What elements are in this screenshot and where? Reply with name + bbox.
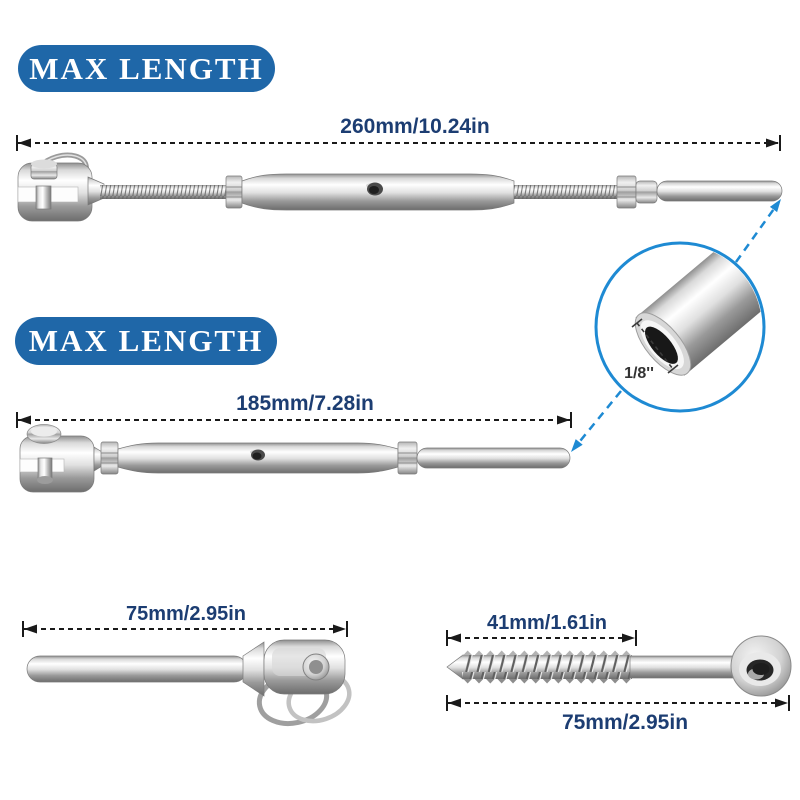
max-length-badge-top xyxy=(18,45,275,92)
screw-smooth-shank xyxy=(629,655,739,679)
max-length-badge-middle xyxy=(15,317,277,365)
callout-arrow-top-line xyxy=(734,205,778,263)
dimension-75mm-jaw: 75mm/2.95in xyxy=(22,603,348,637)
inset-tube-group xyxy=(634,245,762,376)
bore-diameter-label: 1/8'' xyxy=(624,365,654,382)
dimension-41mm-label: 41mm/1.61in xyxy=(487,612,607,634)
terminal-shaft xyxy=(26,655,248,683)
dimension-260mm-label: 260mm/10.24in xyxy=(340,115,489,138)
dimension-185mm-label: 185mm/7.28in xyxy=(236,392,374,415)
threaded-rod-right-threads xyxy=(514,185,618,199)
clevis-pin xyxy=(35,185,52,210)
cable-tube xyxy=(635,245,762,376)
turnbuckle-long-illustration xyxy=(17,152,783,222)
terminal-cone xyxy=(242,641,265,697)
terminal-pin-core xyxy=(309,660,323,674)
swage-collar xyxy=(635,180,658,204)
bore-measure-line xyxy=(636,322,674,370)
jaw-terminal-illustration xyxy=(26,639,352,727)
dimension-75mm-jaw-arrow-right xyxy=(333,624,346,634)
inset-cable-end-detail: 1/8'' xyxy=(571,199,781,452)
max-length-badge-middle-label: MAX LENGTH xyxy=(29,323,263,358)
dimension-260mm: 260mm/10.24in xyxy=(16,115,781,151)
lock-nut-left xyxy=(225,175,243,209)
bore-measure-tick1 xyxy=(631,318,643,328)
section-lag-screw: 41mm/1.61in 75mm/2.95in xyxy=(446,612,792,734)
max-length-badge-top-label: MAX LENGTH xyxy=(29,51,263,86)
callout-arrow-bottom-head-icon xyxy=(571,439,583,452)
screw-tip xyxy=(446,654,464,680)
dimension-185mm-arrow-right xyxy=(557,415,570,425)
dimension-41mm-arrow-left xyxy=(448,633,461,643)
swage-stud-tube xyxy=(656,180,783,202)
threaded-rod-left-threads xyxy=(100,185,228,199)
swage-stud-tube-short xyxy=(416,447,571,469)
dimension-75mm-jaw-arrow-left xyxy=(24,624,37,634)
section-turnbuckle-long: MAX LENGTH 260mm/10.24in xyxy=(16,45,783,222)
screw-threads xyxy=(462,655,632,679)
body-hole-core xyxy=(369,186,379,194)
clevis-pin-short xyxy=(37,457,53,480)
dimension-185mm-arrow-left xyxy=(18,415,31,425)
dimension-75mm-screw-arrow-right xyxy=(775,698,788,708)
section-turnbuckle-short: MAX LENGTH 185mm/7.28in xyxy=(15,317,572,493)
dimension-260mm-arrow-right xyxy=(766,138,779,148)
dimension-41mm: 41mm/1.61in xyxy=(446,612,637,646)
dimension-185mm: 185mm/7.28in xyxy=(16,392,572,428)
lag-screw-illustration xyxy=(446,635,792,697)
dimension-260mm-arrow-left xyxy=(18,138,31,148)
callout-arrow-bottom-line xyxy=(575,390,622,447)
dimension-41mm-arrow-right xyxy=(622,633,635,643)
section-jaw-terminal: 75mm/2.95in xyxy=(22,603,352,727)
screw-eye-hole-core xyxy=(752,663,770,675)
body-short-hole-core xyxy=(252,452,262,460)
dimension-75mm-screw: 75mm/2.95in xyxy=(446,695,790,734)
lock-nut-right xyxy=(616,175,637,209)
dimension-75mm-screw-label: 75mm/2.95in xyxy=(562,711,688,734)
callout-arrow-top-head-icon xyxy=(769,199,781,213)
bore-measure-tick2 xyxy=(667,364,679,374)
cable-tube-bore xyxy=(644,326,678,364)
dimension-75mm-screw-arrow-left xyxy=(448,698,461,708)
turnbuckle-short-illustration xyxy=(19,424,571,493)
lock-nut-short xyxy=(397,441,418,475)
clevis-pin-dome-top xyxy=(31,426,57,437)
dimension-75mm-jaw-label: 75mm/2.95in xyxy=(126,603,246,625)
clevis-pin-head-top xyxy=(31,159,57,169)
clevis-pin-bottom xyxy=(37,476,53,484)
jaw-nut-short xyxy=(100,441,119,475)
